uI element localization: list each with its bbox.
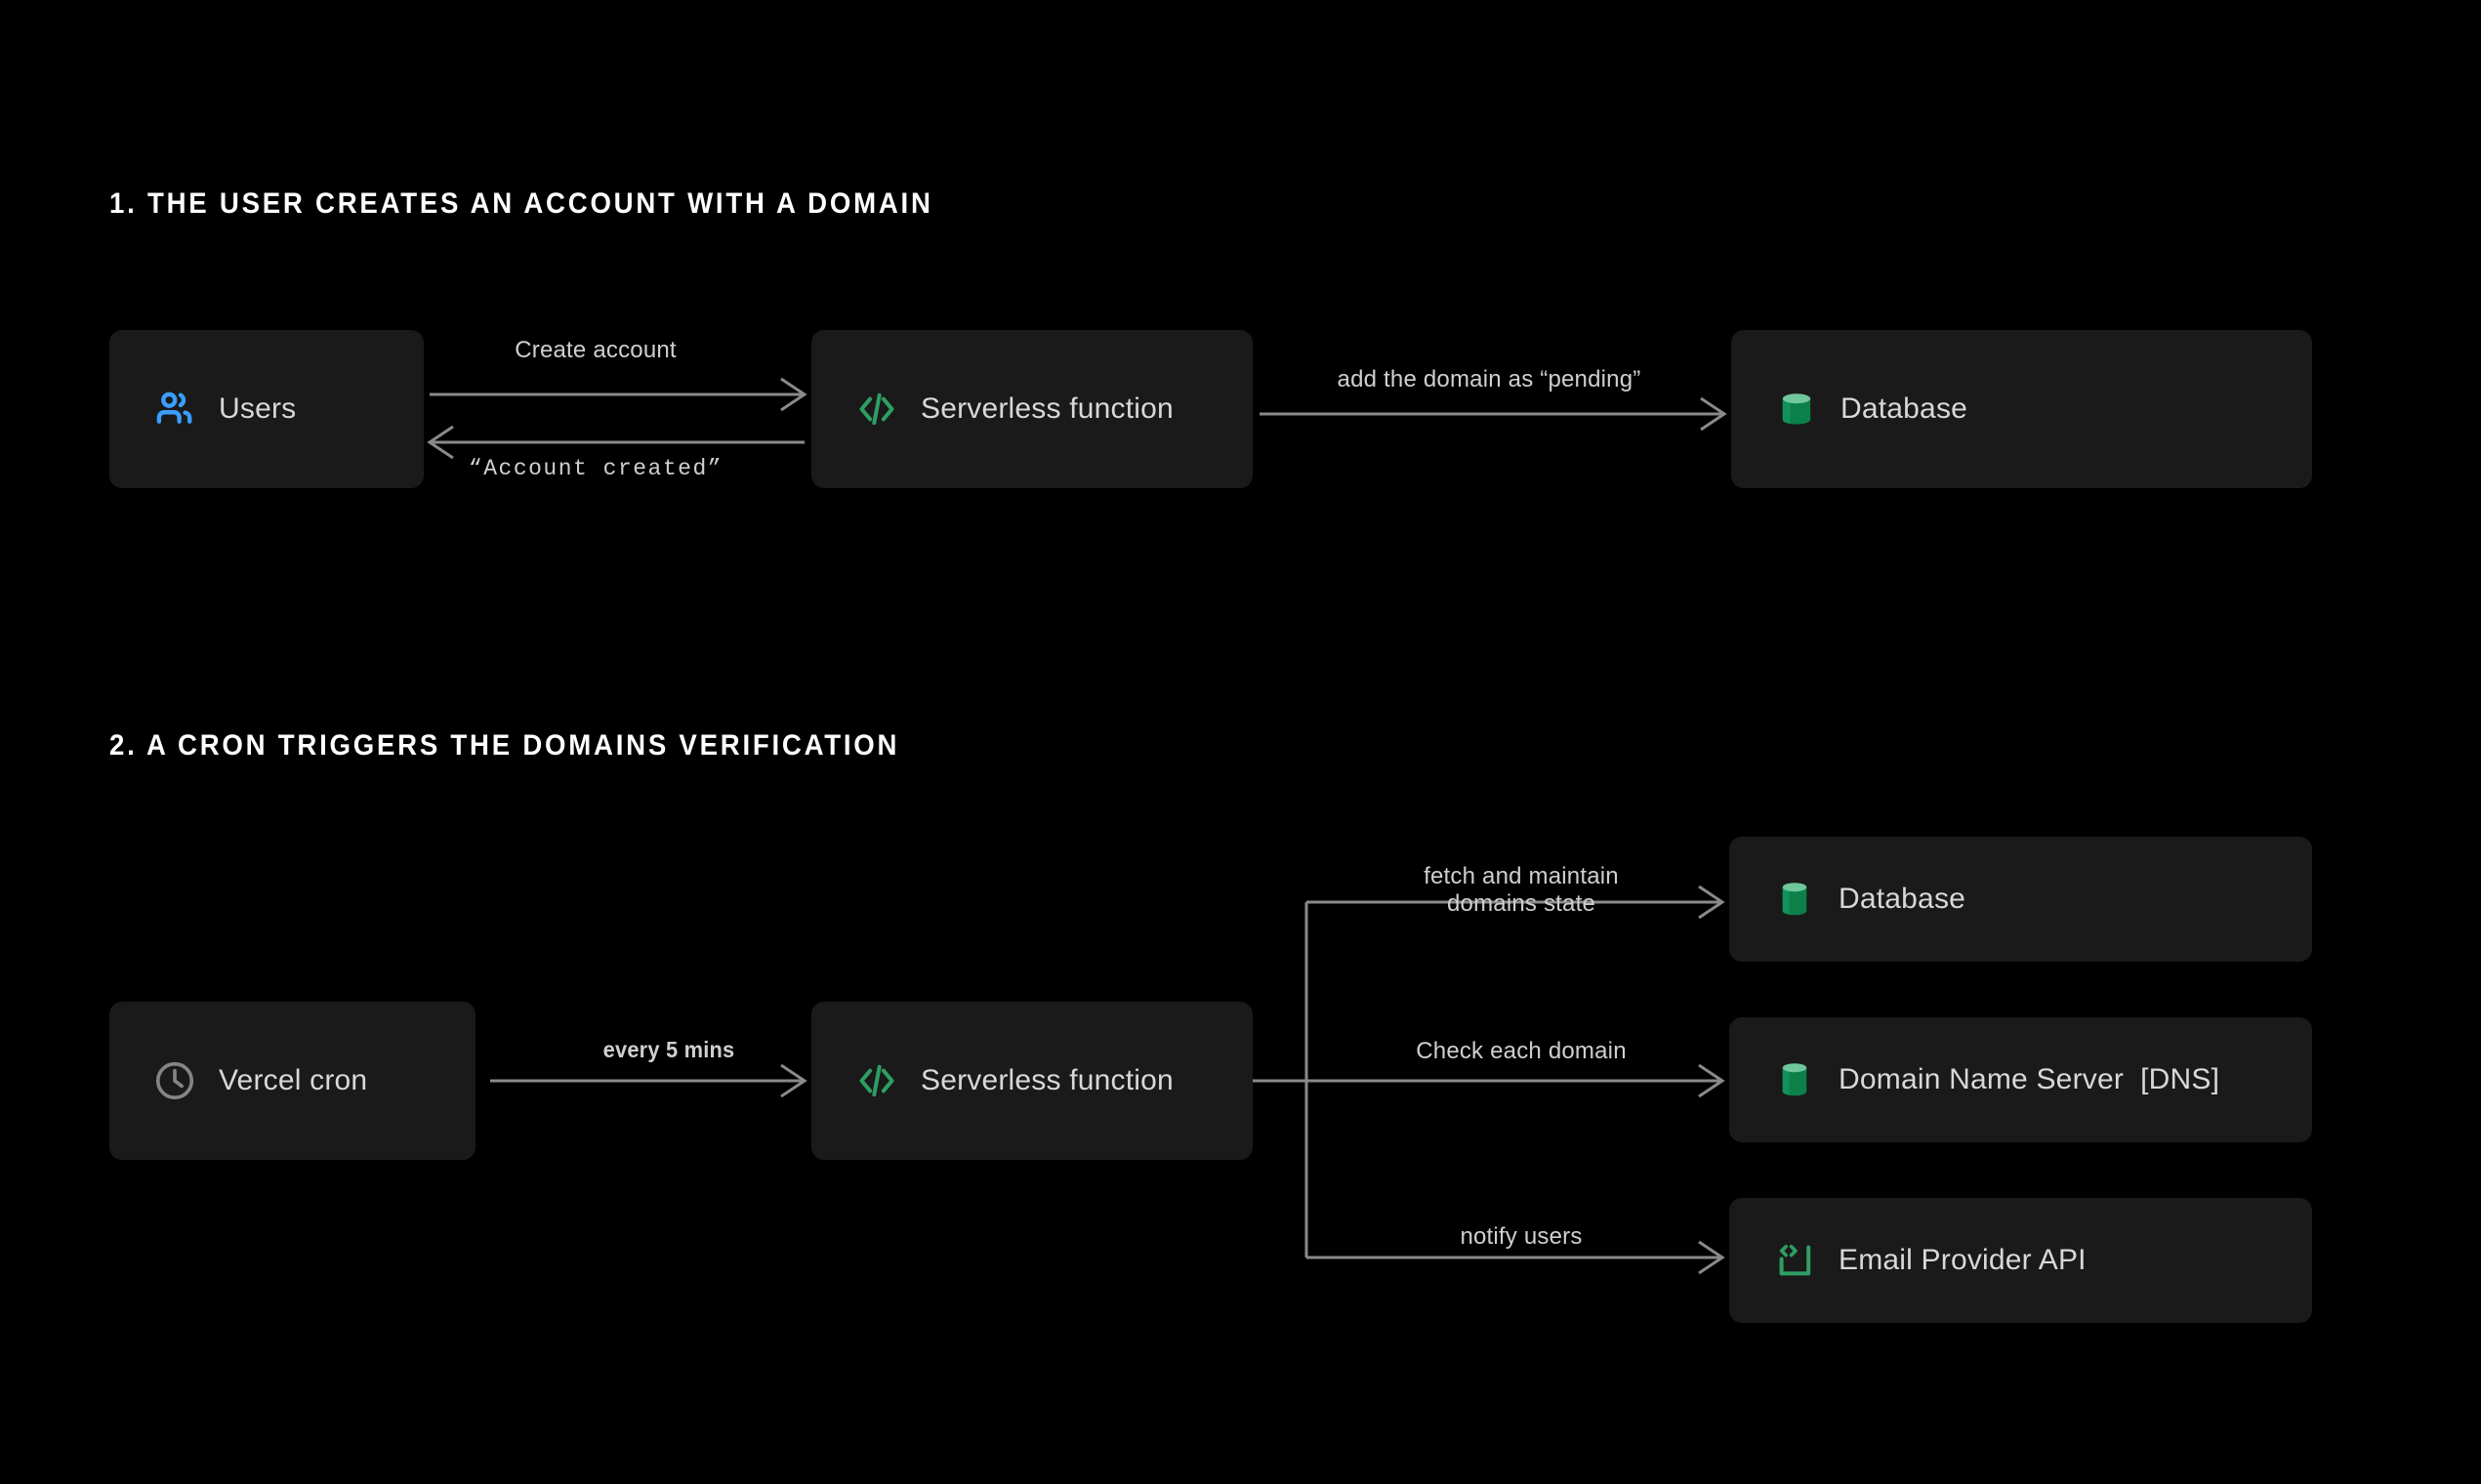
edge-label-add-pending: add the domain as “pending” — [1337, 366, 1641, 392]
node-email-provider-api[interactable]: Email Provider API — [1729, 1198, 2312, 1323]
edge-label-check-each-domain: Check each domain — [1416, 1038, 1627, 1064]
node-serverless-function-1[interactable]: Serverless function — [811, 330, 1253, 488]
node-vercel-cron-label: Vercel cron — [219, 1064, 368, 1096]
node-database-1-label: Database — [1840, 392, 1968, 425]
node-database-2[interactable]: Database — [1729, 837, 2312, 962]
node-vercel-cron[interactable]: Vercel cron — [109, 1002, 476, 1160]
node-domain-name-server[interactable]: Domain Name Server [DNS] — [1729, 1017, 2312, 1142]
node-dns-label: Domain Name Server [DNS] — [1839, 1063, 2220, 1095]
edge-add-pending — [1260, 396, 1726, 432]
database-cylinder-icon — [1782, 393, 1811, 425]
edge-every-5-mins — [490, 1063, 806, 1098]
node-email-provider-api-label: Email Provider API — [1839, 1244, 2087, 1276]
edge-account-created — [428, 425, 805, 460]
edge-label-account-created: “Account created” — [468, 456, 724, 481]
edge-label-create-account: Create account — [515, 337, 677, 363]
node-database-2-label: Database — [1839, 883, 1966, 915]
section-2-heading: 2. A CRON TRIGGERS THE DOMAINS VERIFICAT… — [109, 729, 900, 762]
section-1-heading: 1. THE USER CREATES AN ACCOUNT WITH A DO… — [109, 187, 933, 220]
edge-label-every-5-mins: every 5 mins — [602, 1037, 735, 1062]
node-serverless-2-label: Serverless function — [921, 1064, 1174, 1096]
api-bracket-icon — [1779, 1244, 1811, 1276]
node-database-1[interactable]: Database — [1731, 330, 2312, 488]
edge-label-fetch-and-maintain-domains-state: fetch and maintain domains state — [1424, 863, 1619, 918]
node-serverless-function-2[interactable]: Serverless function — [811, 1002, 1253, 1160]
edge-create-account — [430, 377, 806, 412]
clock-icon — [155, 1061, 194, 1100]
database-cylinder-icon — [1782, 883, 1807, 916]
node-users-label: Users — [219, 392, 297, 425]
node-serverless-1-label: Serverless function — [921, 392, 1174, 425]
node-users[interactable]: Users — [109, 330, 424, 488]
code-icon — [859, 1064, 894, 1097]
edge-check-domain — [1306, 1063, 1724, 1098]
users-icon — [156, 392, 192, 424]
edge-label-notify-users: notify users — [1460, 1223, 1583, 1250]
code-icon — [859, 392, 894, 426]
database-cylinder-icon — [1782, 1063, 1807, 1096]
